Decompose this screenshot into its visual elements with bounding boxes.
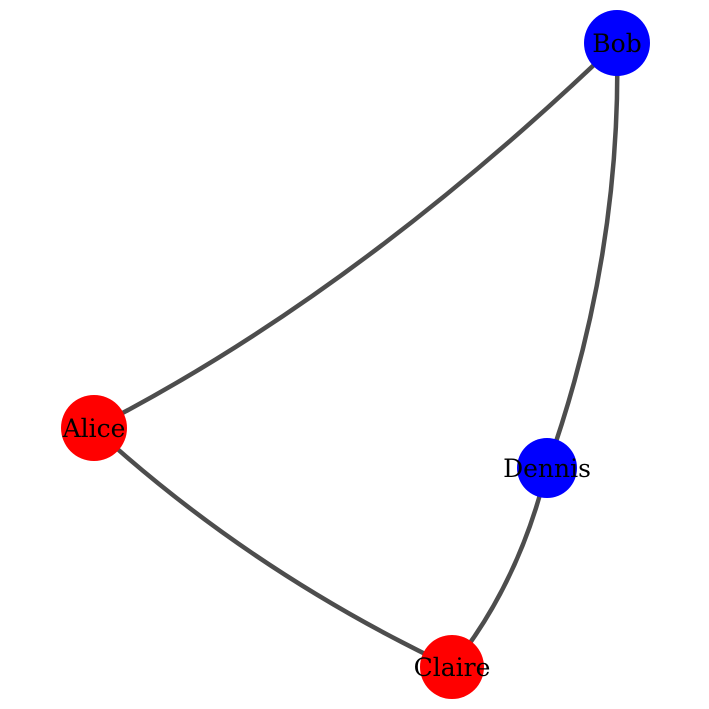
node-dennis [517, 438, 577, 498]
node-label-dennis: Dennis [503, 454, 591, 483]
edge-alice-bob [91, 40, 620, 431]
edge-alice-claire [91, 425, 455, 670]
node-alice [61, 395, 127, 461]
edge-bob-dennis [544, 40, 620, 471]
node-claire [420, 635, 484, 699]
edge-dennis-claire [449, 465, 550, 670]
node-label-claire: Claire [414, 653, 491, 682]
node-bob [584, 10, 650, 76]
node-label-bob: Bob [592, 29, 641, 58]
node-label-alice: Alice [62, 414, 126, 443]
